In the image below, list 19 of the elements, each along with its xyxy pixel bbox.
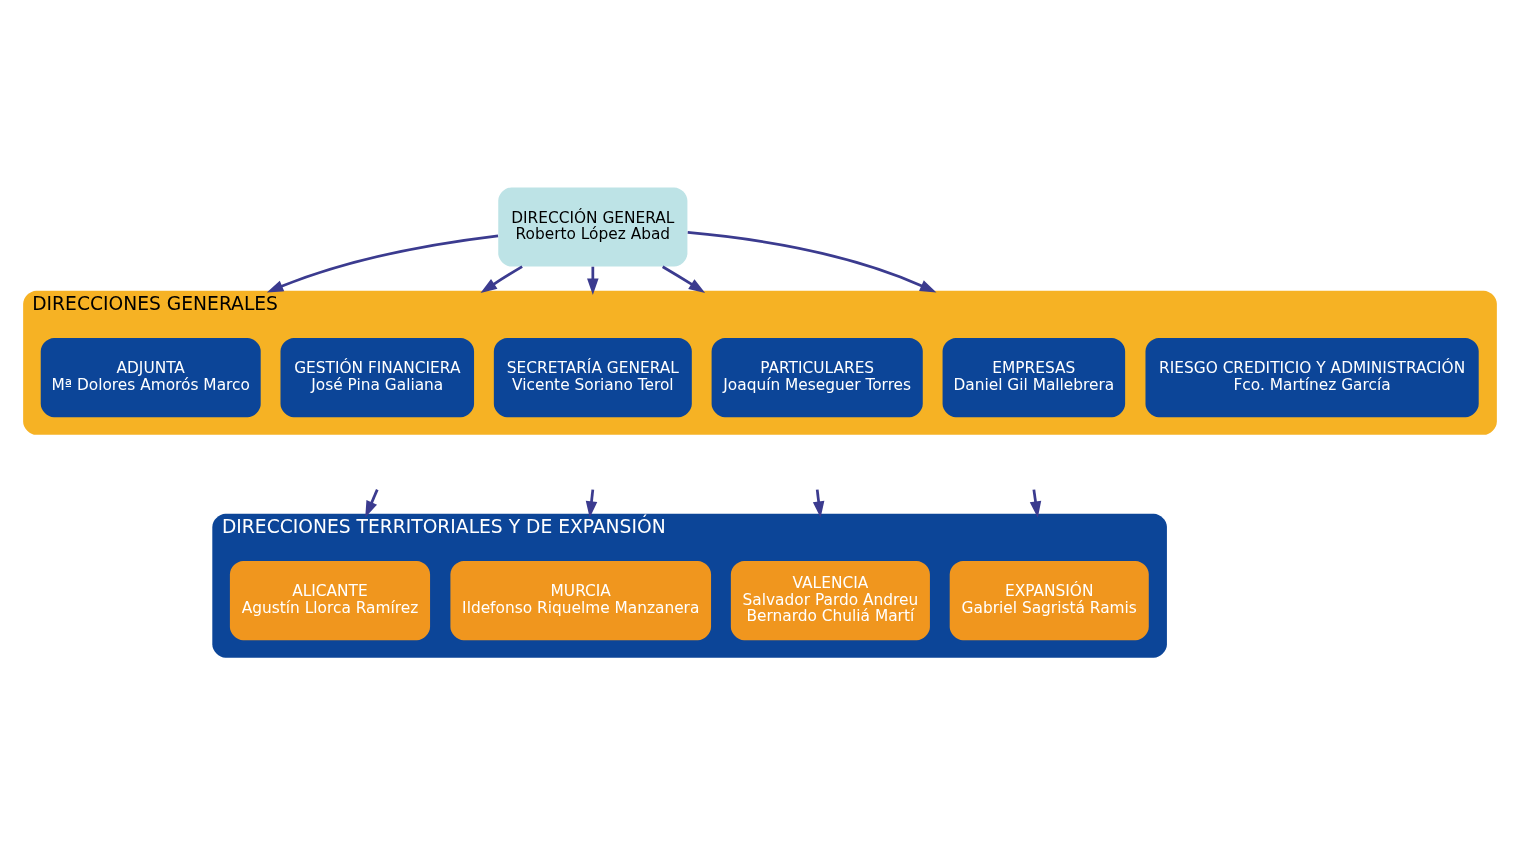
arrow [586, 266, 599, 295]
arrow [480, 265, 523, 294]
node-box: RIESGO CREDITICIO Y ADMINISTRACIÓN Fco. Martínez García [1145, 338, 1479, 418]
node-box: ADJUNTA Mª Dolores Amorós Marco [40, 338, 261, 418]
node-box: MURCIA Ildefonso Riquelme Manzanera [449, 561, 711, 641]
arrow [585, 489, 597, 518]
arrow [812, 489, 824, 518]
arrow [661, 265, 705, 294]
node-box: DIRECCIÓN GENERAL Roberto López Abad [497, 187, 687, 267]
node-box: VALENCIA Salvador Pardo Andreu Bernardo Chuliá Martí [730, 561, 930, 641]
node-box: EXPANSIÓN Gabriel Sagristá Ramis [949, 561, 1149, 641]
node-box: PARTICULARES Joaquín Meseguer Torres [711, 338, 923, 418]
node-box: SECRETARÍA GENERAL Vicente Soriano Terol [493, 338, 692, 418]
node-box: GESTIÓN FINANCIERA José Pina Galiana [280, 338, 474, 418]
arrow [266, 234, 498, 293]
node-box: ALICANTE Agustín Llorca Ramírez [229, 561, 430, 641]
arrow [364, 489, 378, 518]
node-box: EMPRESAS Daniel Gil Mallebrera [942, 338, 1125, 418]
arrow [687, 231, 936, 293]
